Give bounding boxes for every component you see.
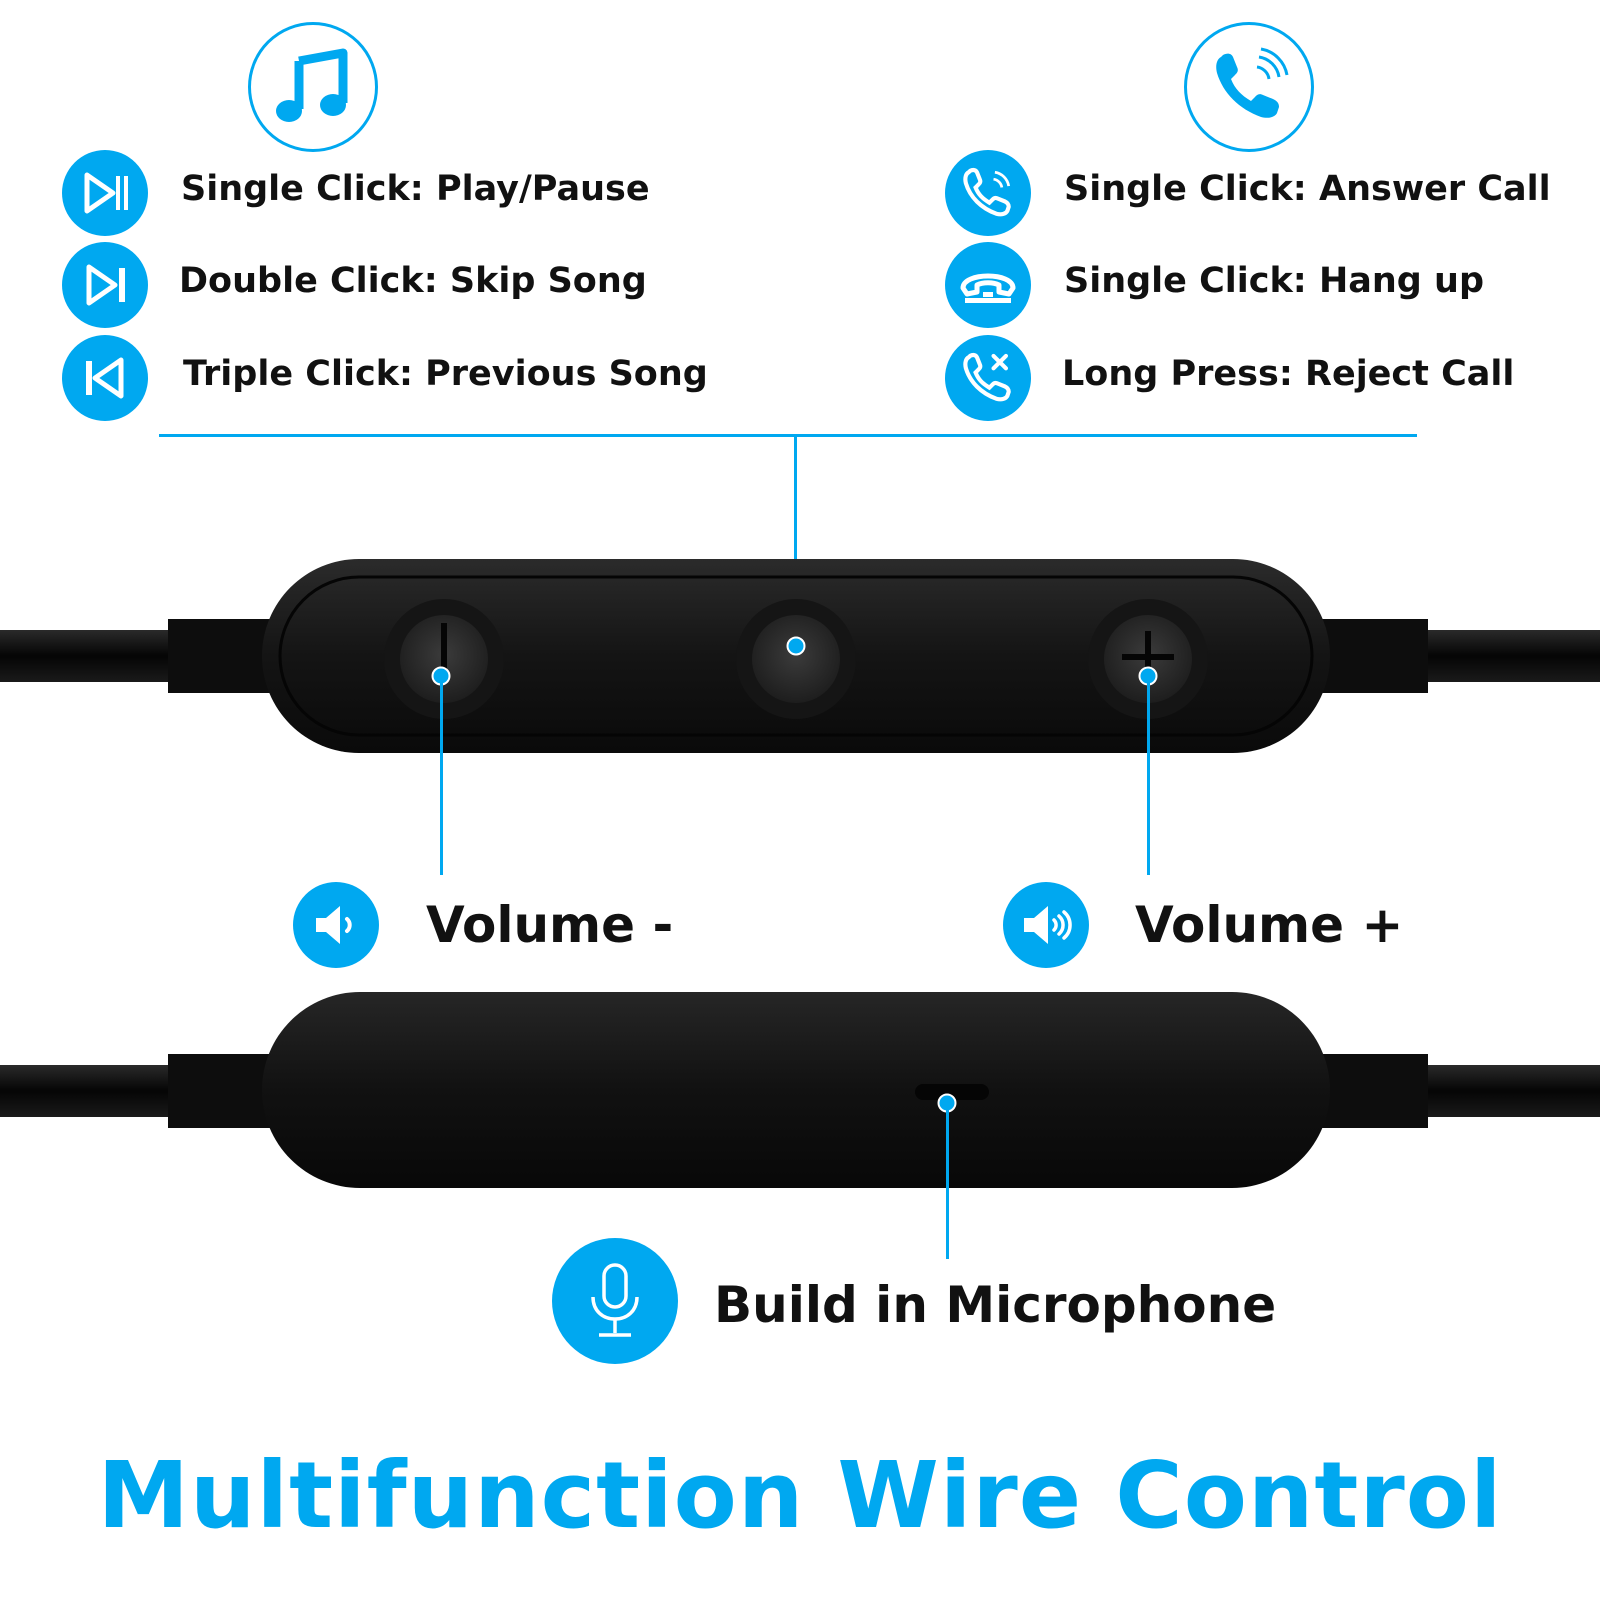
answer-call-icon bbox=[945, 150, 1031, 236]
volume-up-label: Volume + bbox=[1135, 896, 1404, 954]
microphone-label: Build in Microphone bbox=[714, 1276, 1277, 1334]
inline-remote-bottom bbox=[0, 988, 1600, 1193]
microphone-icon bbox=[552, 1238, 678, 1364]
page-title: Multifunction Wire Control bbox=[97, 1442, 1503, 1549]
volume-down-icon bbox=[293, 882, 379, 968]
top-connector-line bbox=[159, 434, 1417, 437]
music-note-icon bbox=[248, 22, 378, 152]
skip-previous-icon bbox=[62, 335, 148, 421]
answer-call-label: Single Click: Answer Call bbox=[1064, 169, 1551, 209]
volume-up-icon bbox=[1003, 882, 1089, 968]
skip-previous-label: Triple Click: Previous Song bbox=[183, 354, 708, 394]
volume-down-label: Volume - bbox=[426, 896, 674, 954]
microphone-line bbox=[946, 1107, 949, 1259]
hang-up-icon bbox=[945, 242, 1031, 328]
volume-up-line bbox=[1147, 680, 1150, 875]
hang-up-label: Single Click: Hang up bbox=[1064, 261, 1485, 301]
reject-call-label: Long Press: Reject Call bbox=[1062, 354, 1515, 394]
reject-call-icon bbox=[945, 335, 1031, 421]
skip-next-icon bbox=[62, 242, 148, 328]
center-connector-line bbox=[794, 434, 797, 646]
inline-remote-top bbox=[0, 555, 1600, 760]
skip-next-label: Double Click: Skip Song bbox=[179, 261, 647, 301]
play-pause-label: Single Click: Play/Pause bbox=[181, 169, 650, 209]
multifunction-button-marker bbox=[786, 636, 806, 656]
phone-icon bbox=[1184, 22, 1314, 152]
play-pause-icon bbox=[62, 150, 148, 236]
volume-down-line bbox=[440, 680, 443, 875]
